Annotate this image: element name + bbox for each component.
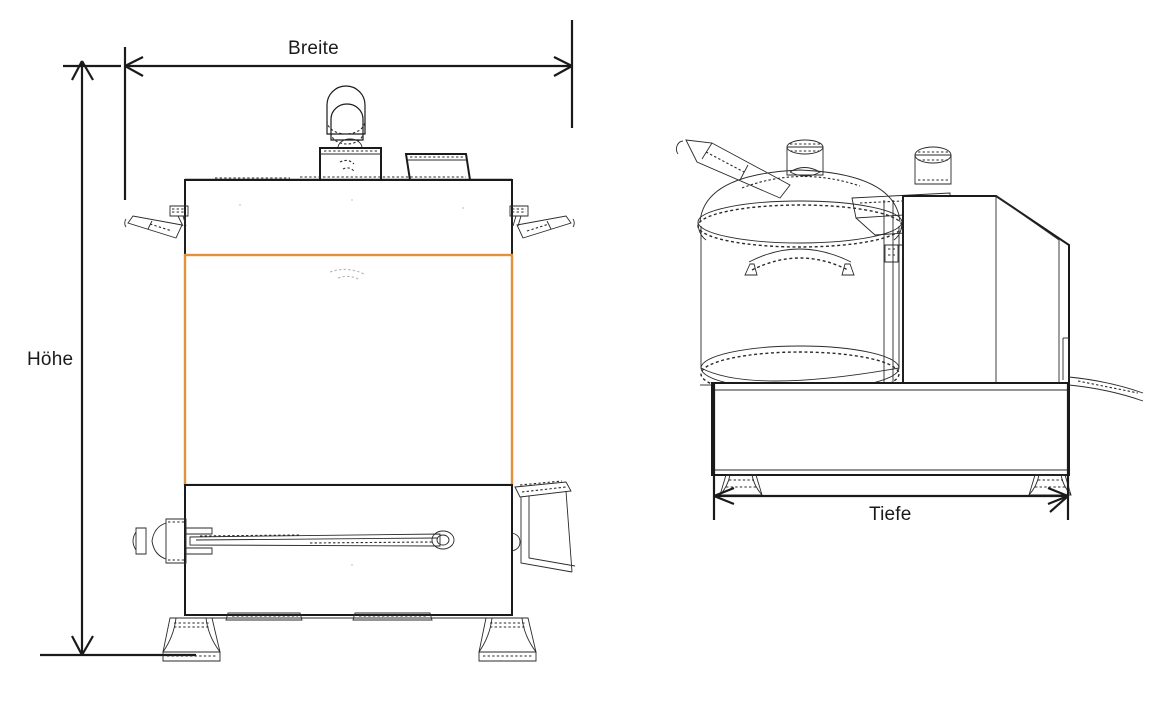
bowl [700, 226, 900, 397]
side-base-cabinet [700, 382, 1070, 476]
dimension-label-breite: Breite [288, 38, 339, 59]
foot-right [478, 617, 537, 662]
control-box [404, 153, 472, 181]
side-view [676, 139, 1144, 496]
dimension-tiefe [712, 383, 1070, 520]
speed-knob [914, 146, 952, 185]
dimension-hoehe [40, 60, 196, 657]
lid-center-knob [786, 139, 824, 176]
front-view [124, 85, 576, 662]
base-cabinet [184, 484, 513, 619]
side-foot-rear [1028, 474, 1072, 496]
dimension-label-hoehe: Höhe [27, 349, 74, 370]
dimension-breite [123, 20, 574, 200]
power-cable [1062, 337, 1144, 402]
base-rail-details [225, 612, 433, 621]
left-handle [124, 205, 189, 250]
base-latch [511, 480, 576, 573]
tilt-lever [676, 139, 791, 199]
motor-housing [883, 195, 1070, 384]
foot-left [162, 617, 221, 662]
surface-speckles [239, 199, 464, 566]
lid-dome [697, 167, 903, 248]
right-handle [509, 205, 575, 250]
bowl-clamps [744, 248, 855, 276]
lid-knob-assembly [319, 85, 382, 181]
dimension-label-tiefe: Tiefe [869, 504, 912, 525]
bowl-body [184, 179, 513, 486]
scraper-rod [132, 518, 455, 564]
